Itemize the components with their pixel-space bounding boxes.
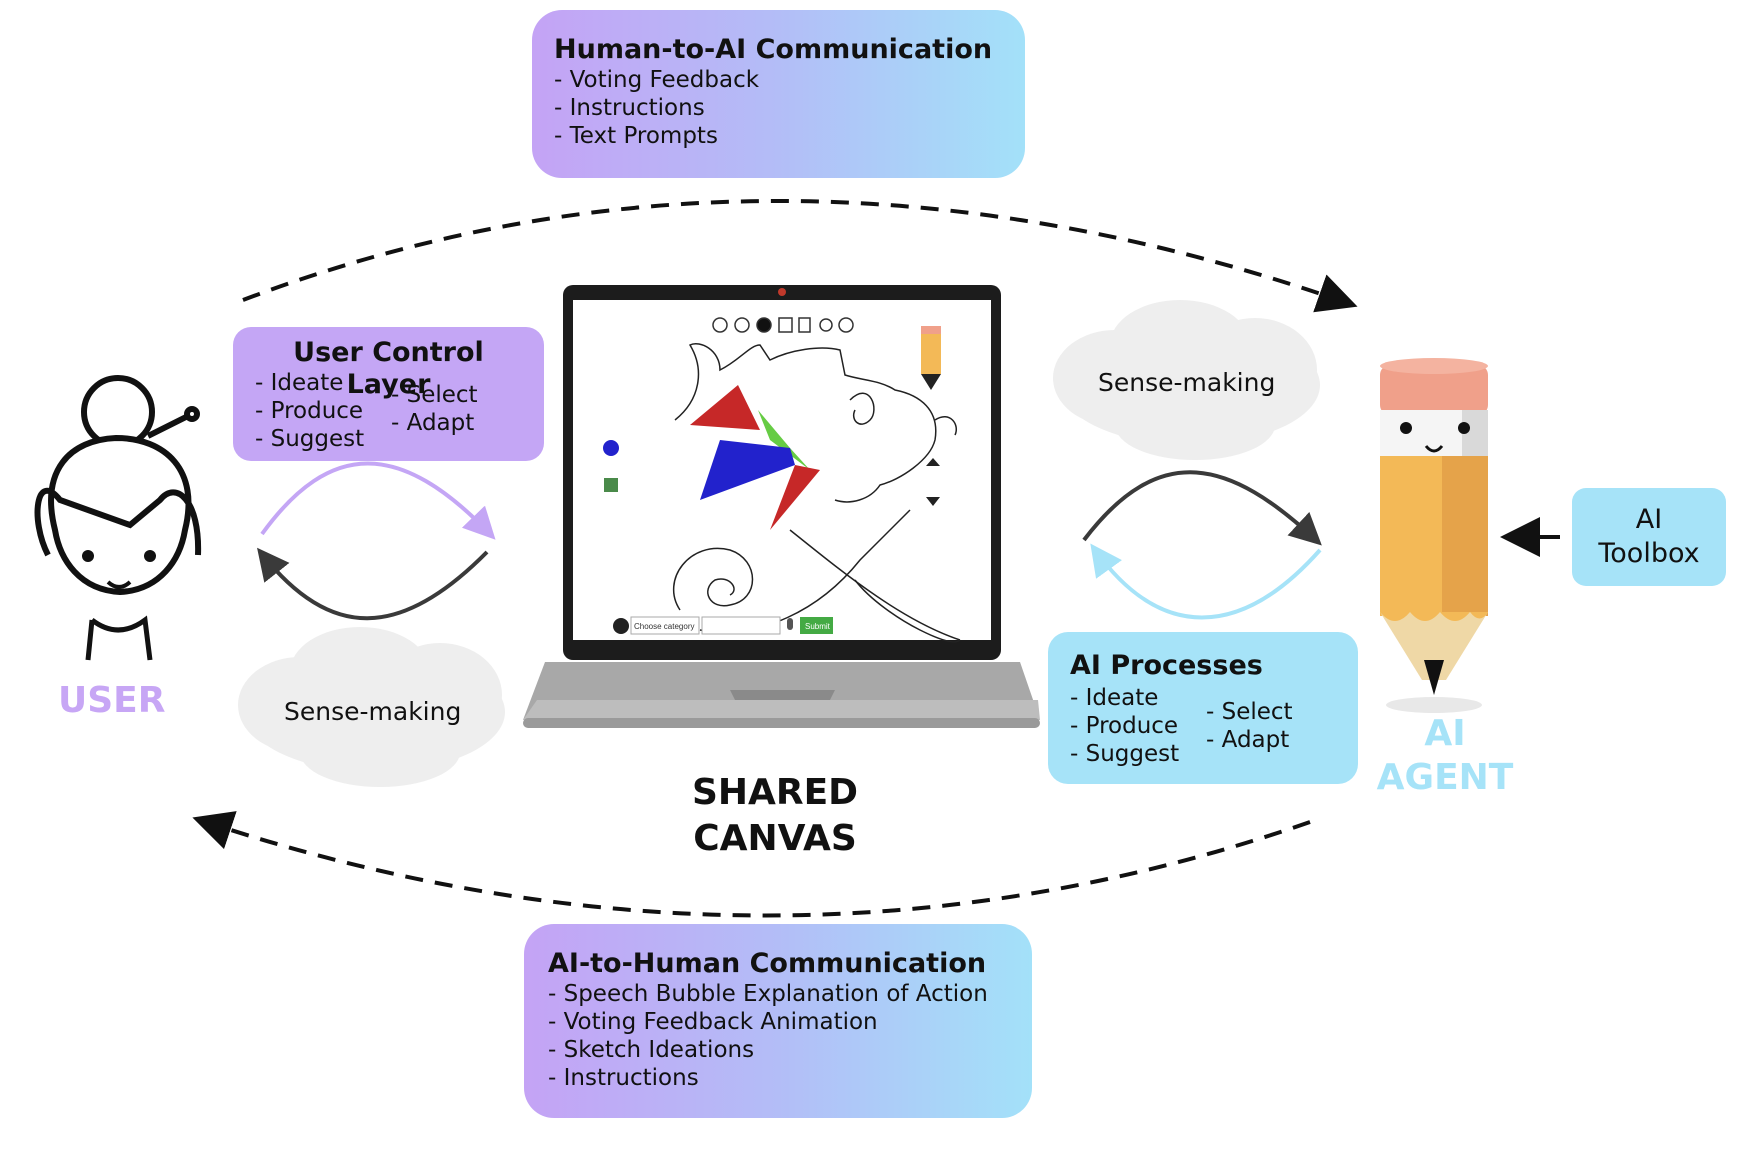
ai-to-human-title: AI-to-Human Communication (548, 948, 987, 979)
ai-toolbox-line2: Toolbox (1598, 538, 1700, 569)
ai-toolbox-box: AI Toolbox (1572, 488, 1726, 586)
palette-icon (604, 478, 618, 492)
category-select-text: Choose category (634, 622, 694, 631)
bottom-dashed-arrow (192, 811, 1311, 918)
category-select-box (630, 616, 700, 635)
top-dashed-arrow (242, 199, 1358, 313)
sketch-red-triangle-1 (690, 385, 760, 430)
ai-to-canvas-arrow (1090, 543, 1322, 620)
ai-to-human-item: - Voting Feedback Animation (548, 1009, 878, 1035)
shared-canvas-label: SHARED CANVAS (660, 770, 890, 862)
down-arrow-icon (926, 497, 940, 506)
sense-making-cloud-left (238, 627, 505, 787)
human-to-ai-item: - Voting Feedback (554, 67, 760, 93)
laptop (523, 285, 1040, 728)
user-control-item: - Select (391, 382, 478, 408)
user-to-canvas-arrow (260, 461, 496, 540)
user-control-layer-box: User Control Layer - Ideate - Produce - … (233, 327, 544, 461)
ai-to-human-box: AI-to-Human Communication - Speech Bubbl… (524, 924, 1032, 1118)
ai-to-human-item: - Speech Bubble Explanation of Action (548, 981, 988, 1007)
human-to-ai-box: Human-to-AI Communication - Voting Feedb… (532, 10, 1025, 178)
ai-agent-label-line2: AGENT (1376, 757, 1514, 798)
submit-button-text: Submit (805, 622, 831, 631)
ai-agent-pencil (1380, 358, 1488, 713)
ai-agent-label: AI AGENT (1365, 712, 1525, 800)
ai-processes-item: - Ideate (1070, 685, 1159, 711)
user-control-item: - Produce (255, 398, 364, 424)
ai-to-human-item: - Sketch Ideations (548, 1037, 755, 1063)
ai-processes-item: - Produce (1070, 713, 1179, 739)
ai-processes-item: - Adapt (1206, 727, 1290, 753)
canvas-to-ai-arrow (1082, 470, 1322, 546)
sketch-red-triangle-2 (770, 465, 820, 530)
color-swatch-blue (603, 440, 619, 456)
sense-making-right-label: Sense-making (1098, 368, 1276, 397)
submit-button-box (800, 617, 833, 634)
prompt-input-box (701, 616, 781, 635)
human-to-ai-item: - Text Prompts (554, 123, 718, 149)
ai-processes-title: AI Processes (1070, 650, 1263, 681)
canvas-toolbar-icons (712, 317, 854, 333)
human-to-ai-title: Human-to-AI Communication (554, 34, 993, 65)
ai-toolbox-line1: AI (1635, 504, 1663, 535)
ai-processes-item: - Suggest (1070, 741, 1180, 767)
sketch-blue-shape (700, 440, 795, 500)
mic-icon (787, 618, 793, 630)
human-to-ai-item: - Instructions (554, 95, 705, 121)
ai-processes-item: - Select (1206, 699, 1293, 725)
user-label: USER (58, 680, 166, 721)
user-control-item: - Adapt (391, 410, 475, 436)
user-control-title: User Control Layer (293, 337, 484, 400)
shared-canvas-line2: CANVAS (693, 818, 857, 859)
shared-canvas-line1: SHARED (691, 772, 859, 813)
ai-to-human-item: - Instructions (548, 1065, 699, 1091)
user-avatar (34, 375, 202, 661)
up-arrow-icon (926, 458, 940, 466)
ai-agent-label-line1: AI (1424, 713, 1466, 754)
user-control-item: - Suggest (255, 426, 365, 452)
canvas-to-user-arrow (257, 547, 489, 621)
sense-making-left-label: Sense-making (284, 697, 462, 726)
user-control-item: - Ideate (255, 370, 344, 396)
canvas-ai-pencil-mini (921, 326, 941, 390)
ai-processes-box: AI Processes - Ideate - Produce - Sugges… (1048, 632, 1358, 784)
sense-making-cloud-right (1053, 300, 1320, 460)
speech-icon (613, 618, 629, 634)
